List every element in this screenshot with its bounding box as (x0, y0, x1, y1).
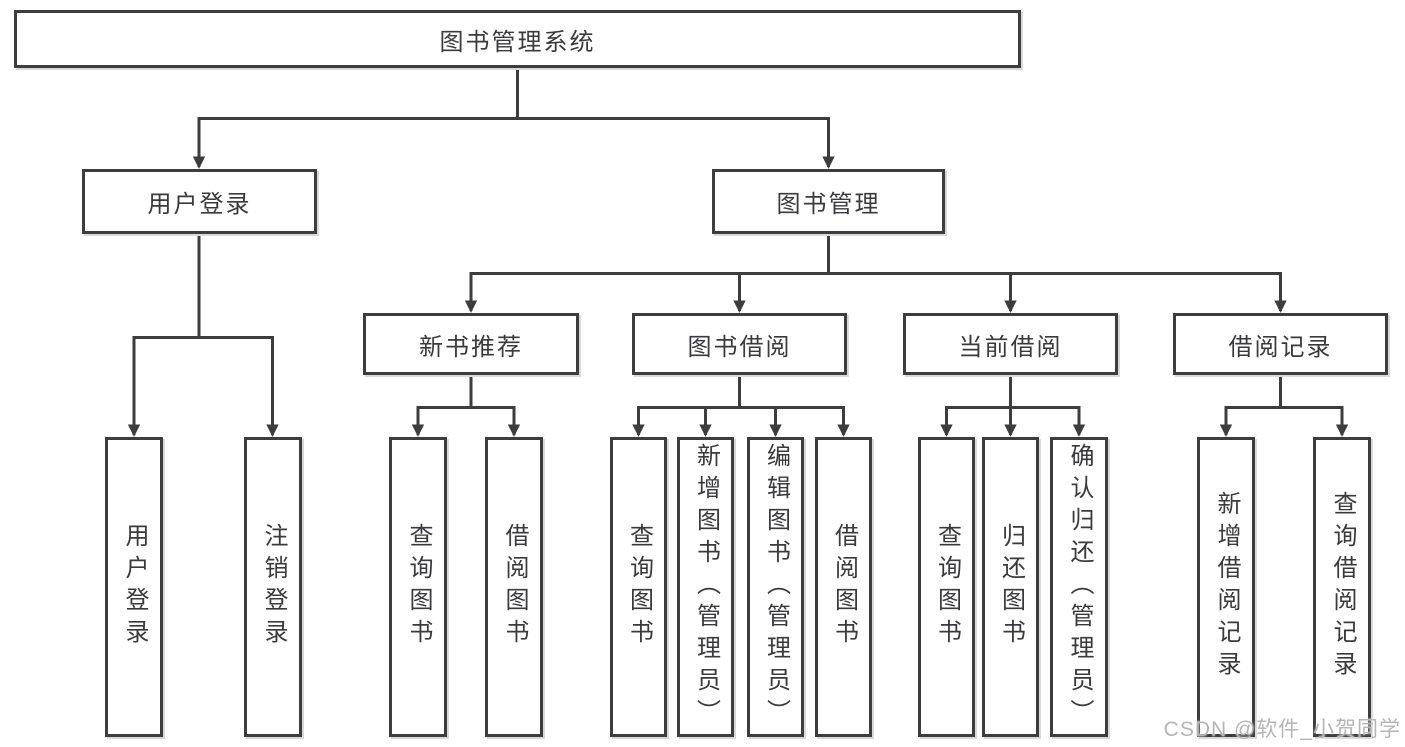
node-label: 借阅图书 (830, 523, 858, 651)
node-label: 图书借阅 (687, 333, 792, 361)
node-label: 新书推荐 (419, 333, 523, 361)
leaf-bb-borrow-books: 借阅图书 (815, 437, 872, 737)
leaf-cb-query-books: 查询图书 (918, 437, 975, 737)
node-label: 用户登录 (147, 191, 252, 218)
node-book-management: 图书管理 (712, 169, 945, 234)
leaf-logout: 注销登录 (244, 437, 302, 737)
leaf-bb-query-books: 查询图书 (610, 437, 667, 737)
node-user-login: 用户登录 (82, 169, 317, 234)
node-label: 图书管理系统 (439, 28, 596, 56)
leaf-br-add-record: 新增借阅记录 (1197, 437, 1255, 737)
node-label: 确认归还（管理员） (1066, 443, 1093, 731)
node-label: 借阅记录 (1228, 333, 1333, 361)
node-label: 归还图书 (997, 523, 1025, 651)
leaf-cb-return-books: 归还图书 (982, 437, 1039, 737)
node-label: 查询图书 (625, 523, 653, 651)
node-label: 图书管理 (776, 191, 881, 218)
node-book-borrowing: 图书借阅 (632, 313, 847, 375)
leaf-user-login: 用户登录 (105, 437, 163, 737)
leaf-cb-confirm-return-admin: 确认归还（管理员） (1050, 437, 1108, 737)
node-label: 查询借阅记录 (1329, 491, 1356, 683)
node-label: 借阅图书 (501, 523, 528, 651)
node-label: 编辑图书（管理员） (762, 443, 790, 731)
node-current-borrowing: 当前借阅 (903, 313, 1118, 375)
leaf-nbr-borrow-books: 借阅图书 (485, 437, 543, 737)
leaf-br-query-record: 查询借阅记录 (1313, 437, 1371, 737)
leaf-bb-edit-books-admin: 编辑图书（管理员） (747, 437, 804, 737)
node-label: 查询图书 (405, 523, 432, 651)
csdn-watermark: CSDN @软件_小贺同学 (1163, 718, 1401, 741)
leaf-nbr-query-books: 查询图书 (389, 437, 447, 737)
node-label: 当前借阅 (958, 333, 1063, 361)
node-label: 新增图书（管理员） (692, 443, 720, 731)
leaf-bb-add-books-admin: 新增图书（管理员） (677, 437, 734, 737)
node-label: 注销登录 (260, 523, 287, 651)
node-library-management-system: 图书管理系统 (14, 10, 1021, 68)
node-label: 新增借阅记录 (1213, 491, 1240, 683)
node-label: 用户登录 (121, 523, 148, 651)
node-label: 查询图书 (933, 523, 961, 651)
node-borrowing-records: 借阅记录 (1173, 313, 1388, 375)
node-new-book-recommendation: 新书推荐 (363, 313, 579, 375)
